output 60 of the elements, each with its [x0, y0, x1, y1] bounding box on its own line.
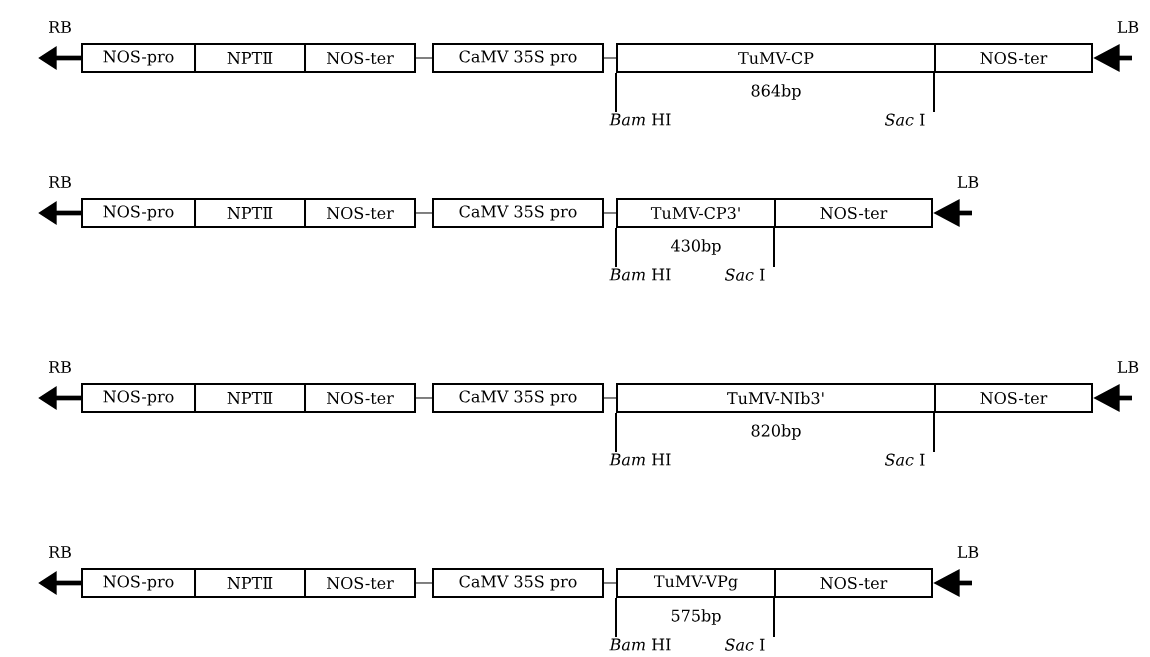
segment-box: CaMV 35S pro — [432, 383, 604, 413]
length-label: 430bp — [671, 239, 721, 255]
leader-line — [615, 227, 617, 268]
connector-line — [415, 212, 433, 214]
segment-box: NOS-ter — [774, 568, 933, 598]
segment-box: NOS-pro — [81, 198, 196, 228]
restriction-site-label: Bam HI — [609, 268, 671, 281]
leader-line — [615, 72, 617, 113]
leader-line — [773, 227, 775, 268]
segment-box: NPTⅡ — [194, 568, 306, 598]
segment-box: CaMV 35S pro — [432, 568, 604, 598]
restriction-site-label: Sac I — [885, 113, 925, 126]
restriction-site-label: Bam HI — [609, 113, 671, 126]
segment-box: NOS-ter — [934, 383, 1093, 413]
segment-box: TuMV-NIb3' — [616, 383, 936, 413]
connector-line — [415, 582, 433, 584]
connector-line — [603, 212, 617, 214]
border-label: LB — [957, 546, 979, 558]
leader-line — [615, 597, 617, 638]
connector-line — [415, 57, 433, 59]
restriction-site-label: Sac I — [725, 638, 765, 651]
connector-line — [603, 397, 617, 399]
segment-box: NOS-pro — [81, 568, 196, 598]
segment-box: TuMV-VPg — [616, 568, 776, 598]
restriction-site-label: Sac I — [725, 268, 765, 281]
segment-box: NOS-ter — [304, 198, 416, 228]
segment-box: NOS-ter — [304, 43, 416, 73]
segment-box: NOS-ter — [304, 383, 416, 413]
border-label: LB — [1117, 361, 1139, 373]
segment-box: TuMV-CP — [616, 43, 936, 73]
border-label: RB — [49, 176, 71, 188]
segment-box: NOS-ter — [304, 568, 416, 598]
leader-line — [933, 412, 935, 453]
length-label: 575bp — [671, 609, 721, 625]
restriction-site-label: Sac I — [885, 453, 925, 466]
segment-box: CaMV 35S pro — [432, 198, 604, 228]
leader-line — [933, 72, 935, 113]
segment-box: NPTⅡ — [194, 383, 306, 413]
restriction-site-label: Bam HI — [609, 453, 671, 466]
segment-box: NOS-pro — [81, 383, 196, 413]
connector-line — [415, 397, 433, 399]
border-label: RB — [49, 546, 71, 558]
segment-box: NOS-pro — [81, 43, 196, 73]
segment-box: NOS-ter — [774, 198, 933, 228]
border-label: RB — [49, 361, 71, 373]
segment-box: NOS-ter — [934, 43, 1093, 73]
length-label: 820bp — [751, 424, 801, 440]
segment-box: NPTⅡ — [194, 43, 306, 73]
length-label: 864bp — [751, 84, 801, 100]
segment-box: TuMV-CP3' — [616, 198, 776, 228]
restriction-site-label: Bam HI — [609, 638, 671, 651]
connector-line — [603, 582, 617, 584]
segment-box: NPTⅡ — [194, 198, 306, 228]
border-label: LB — [1117, 21, 1139, 33]
segment-box: CaMV 35S pro — [432, 43, 604, 73]
border-label: LB — [957, 176, 979, 188]
leader-line — [773, 597, 775, 638]
connector-line — [603, 57, 617, 59]
leader-line — [615, 412, 617, 453]
border-label: RB — [49, 21, 71, 33]
